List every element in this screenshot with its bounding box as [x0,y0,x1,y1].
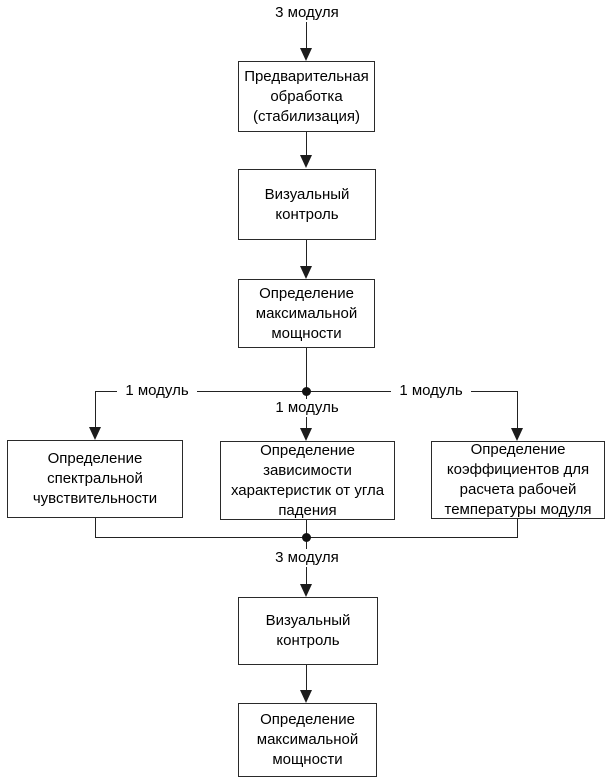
arrow-down-icon [89,427,101,440]
arrow-down-icon [300,690,312,703]
arrow-down-icon [300,428,312,441]
node-temperature-coefficients-box: Определение коэффициентов для расчета ра… [431,441,605,519]
connector-top-to-preprocessing [306,22,307,50]
connector-angle-to-merge [306,520,307,538]
connector-visual2-to-maxpower2 [306,665,307,691]
connector-maxpower1-to-split [306,348,307,392]
connector-split-to-temperature [517,391,518,428]
flow-label-branch-center-count: 1 модуль [267,399,347,417]
connector-split-to-spectral [95,391,96,428]
junction-dot-split [302,387,311,396]
node-spectral-sensitivity-box: Определение спектральной чувствительност… [7,440,183,518]
junction-dot-merge [302,533,311,542]
connector-visual1-to-maxpower1 [306,240,307,267]
flow-label-top-count: 3 модуля [247,4,367,22]
flow-label-merge-count: 3 модуля [266,549,348,567]
connector-spectral-to-merge [95,518,96,538]
arrow-down-icon [300,155,312,168]
flow-label-branch-right-count: 1 модуль [391,382,471,400]
node-max-power-2-box: Определение максимальной мощности [238,703,377,777]
flow-label-branch-left-count: 1 модуль [117,382,197,400]
node-visual-control-1-box: Визуальный контроль [238,169,376,240]
node-preprocessing-box: Предварительная обработка (стабилизация) [238,61,375,132]
arrow-down-icon [300,266,312,279]
node-max-power-1-box: Определение максимальной мощности [238,279,375,348]
connector-preprocessing-to-visual1 [306,132,307,157]
node-angle-dependence-box: Определение зависимости характеристик от… [220,441,395,520]
connector-temperature-to-merge [517,519,518,538]
arrow-down-icon [300,584,312,597]
arrow-down-icon [511,428,523,441]
arrow-down-icon [300,48,312,61]
node-visual-control-2-box: Визуальный контроль [238,597,378,665]
